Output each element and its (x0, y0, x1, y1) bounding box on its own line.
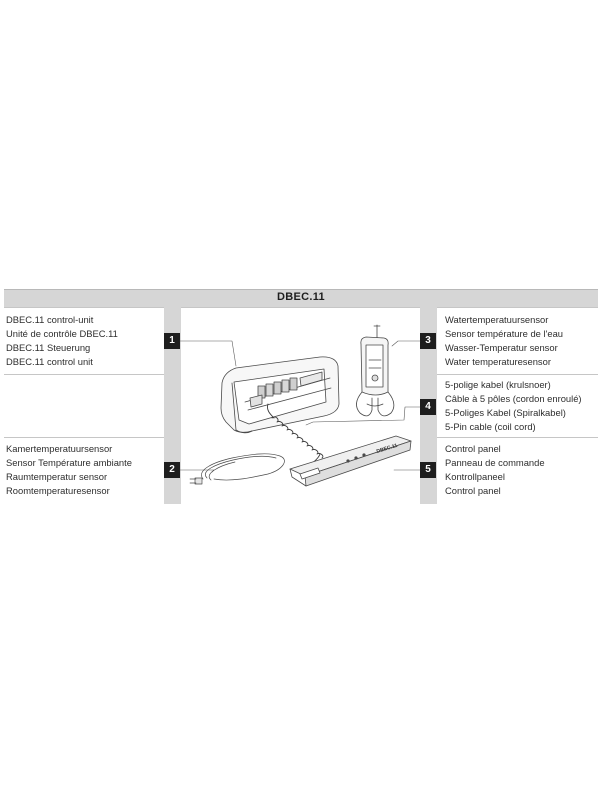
control-panel-illustration (289, 435, 412, 487)
callout-1-line-1: DBEC.11 control-unit (6, 314, 94, 325)
callout-4-line-4: 5-Pin cable (coil cord) (445, 421, 536, 432)
callout-4-line-1: 5-polige kabel (krulsnoer) (445, 379, 551, 390)
callout-1-line-4: DBEC.11 control unit (6, 356, 93, 367)
divider-left-2 (4, 437, 164, 438)
divider-left-1 (4, 374, 164, 375)
callout-number-3: 3 (420, 333, 436, 349)
callout-1-labels: DBEC.11 control-unit Unité de contrôle D… (6, 313, 118, 369)
callout-5-line-2: Panneau de commande (445, 457, 545, 468)
page-title: DBEC.11 (277, 291, 325, 303)
divider-right-1 (437, 374, 598, 375)
callout-2-line-1: Kamertemperatuursensor (6, 443, 113, 454)
callout-1-line-2: Unité de contrôle DBEC.11 (6, 328, 118, 339)
callout-number-2: 2 (164, 462, 180, 478)
callout-5-labels: Control panel Panneau de commande Kontro… (445, 442, 545, 498)
callout-number-4: 4 (420, 399, 436, 415)
callout-5-line-1: Control panel (445, 443, 501, 454)
callout-2-line-3: Raumtemperatur sensor (6, 471, 108, 482)
callout-4-line-3: 5-Poliges Kabel (Spiralkabel) (445, 407, 566, 418)
callout-5-line-3: Kontrollpaneel (445, 471, 505, 482)
left-divider-column (164, 307, 181, 504)
callout-3-labels: Watertemperatuursensor Sensor températur… (445, 313, 563, 369)
title-bar: DBEC.11 (4, 289, 598, 308)
callout-3-line-4: Water temperaturesensor (445, 356, 551, 367)
callout-1-line-3: DBEC.11 Steuerung (6, 342, 91, 353)
callout-4-line-2: Câble à 5 pôles (cordon enroulé) (445, 393, 582, 404)
callout-5-line-4: Control panel (445, 485, 501, 496)
callout-3-line-1: Watertemperatuursensor (445, 314, 549, 325)
callout-number-1: 1 (164, 333, 180, 349)
callout-4-labels: 5-polige kabel (krulsnoer) Câble à 5 pôl… (445, 378, 582, 434)
divider-right-2 (437, 437, 598, 438)
callout-3-line-2: Sensor température de l'eau (445, 328, 564, 339)
callout-2-line-4: Roomtemperaturesensor (6, 485, 110, 496)
control-unit-illustration (220, 356, 340, 434)
callout-3-line-3: Wasser-Temperatur sensor (445, 342, 558, 353)
callout-2-line-2: Sensor Température ambiante (6, 457, 132, 468)
water-sensor-illustration (356, 324, 395, 417)
room-sensor-illustration (189, 453, 285, 485)
callout-2-labels: Kamertemperatuursensor Sensor Températur… (6, 442, 132, 498)
callout-number-5: 5 (420, 462, 436, 478)
